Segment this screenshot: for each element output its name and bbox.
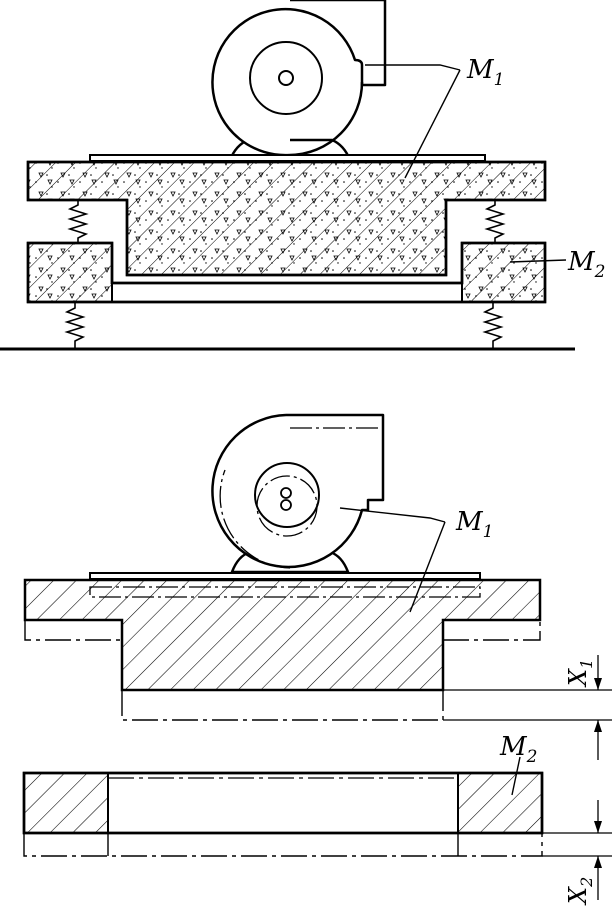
bottom-m2-label: M2	[499, 732, 537, 767]
upper-block-original-outline	[24, 620, 541, 721]
upper-spring-left	[67, 200, 89, 243]
m1-leader-fan	[365, 64, 461, 71]
bottom-m2-leader	[511, 756, 521, 796]
displaced-lower-frame	[22, 771, 544, 835]
displaced-fan-base-plate	[89, 572, 481, 580]
lower-spring-right	[482, 302, 504, 349]
lower-frame-block	[26, 241, 547, 304]
m2-leader	[509, 259, 567, 263]
dimension-x1	[443, 655, 612, 760]
top-figure: M1 M2	[0, 0, 605, 351]
x2-label: X2	[564, 877, 596, 906]
m1-leader-block	[404, 69, 461, 179]
fan-base-plate	[89, 154, 486, 162]
bottom-m1-label: M1	[455, 507, 493, 542]
top-m2-label: M2	[567, 247, 605, 282]
fan-icon	[211, 0, 387, 162]
displaced-fan-icon	[211, 413, 385, 574]
bottom-figure: M1 M2 X1 X2	[22, 413, 612, 906]
lower-frame-original-outline	[23, 833, 543, 857]
x1-label: X1	[564, 659, 596, 688]
lower-spring-left	[64, 302, 86, 349]
dimension-x2	[542, 800, 612, 900]
upper-spring-right	[484, 200, 506, 243]
displaced-upper-block	[23, 578, 542, 692]
bottom-m1-leader-fan	[339, 507, 446, 523]
bottom-m1-leader-block	[409, 521, 446, 613]
top-m1-label: M1	[466, 55, 504, 90]
upper-inertia-block	[26, 160, 547, 277]
